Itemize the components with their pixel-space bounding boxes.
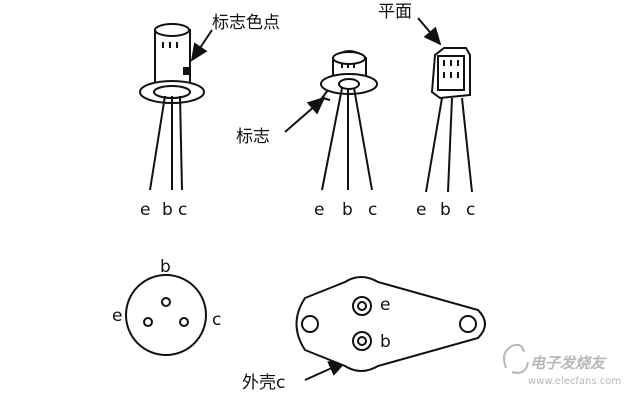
flat-face-arrow	[417, 17, 442, 46]
transistor-tall-can	[139, 23, 205, 191]
pin-ring-b	[352, 331, 372, 351]
bottom-view-pin-c: c	[212, 310, 221, 330]
watermark-brand: 电子发烧友	[530, 354, 607, 372]
marker-arrow	[284, 96, 326, 133]
callout-arrows	[190, 17, 442, 381]
watermark-logo-icon	[503, 343, 529, 374]
pin-label-c: c	[466, 200, 475, 220]
bottom-view-pin-b: b	[160, 257, 171, 277]
bottom-view-pin-e: e	[112, 306, 122, 326]
case-pin-b: b	[380, 332, 391, 352]
case-arrow	[304, 361, 347, 381]
color-dot-label: 标志色点	[212, 13, 280, 33]
color-dot-arrow	[190, 29, 213, 62]
transistor-small-can	[320, 50, 378, 191]
power-transistor-case	[295, 276, 486, 372]
pin-hole-b	[161, 297, 171, 307]
color-dot	[183, 67, 190, 75]
pin-label-e: e	[314, 200, 324, 220]
case-pin-e: e	[380, 295, 390, 315]
transistor-flat-face	[425, 47, 473, 193]
pin-label-b: b	[162, 200, 173, 220]
pin-ring-e	[352, 296, 372, 316]
flat-face-label: 平面	[378, 2, 412, 22]
watermark: 电子发烧友 www.elecfans.com	[503, 343, 621, 387]
pin-hole-c	[179, 317, 189, 327]
marker-label: 标志	[236, 127, 270, 147]
pin-hole-e	[143, 317, 153, 327]
pin-label-e: e	[416, 200, 426, 220]
pin-label-e: e	[140, 200, 150, 220]
pin-label-b: b	[342, 200, 353, 220]
mount-hole-right	[459, 315, 477, 333]
pin-label-b: b	[440, 200, 451, 220]
bottom-view-package	[125, 274, 207, 356]
pin-label-c: c	[368, 200, 377, 220]
mount-hole-left	[301, 315, 319, 333]
watermark-url: www.elecfans.com	[528, 376, 621, 387]
case-label: 外壳c	[242, 373, 285, 393]
pin-label-c: c	[178, 200, 187, 220]
